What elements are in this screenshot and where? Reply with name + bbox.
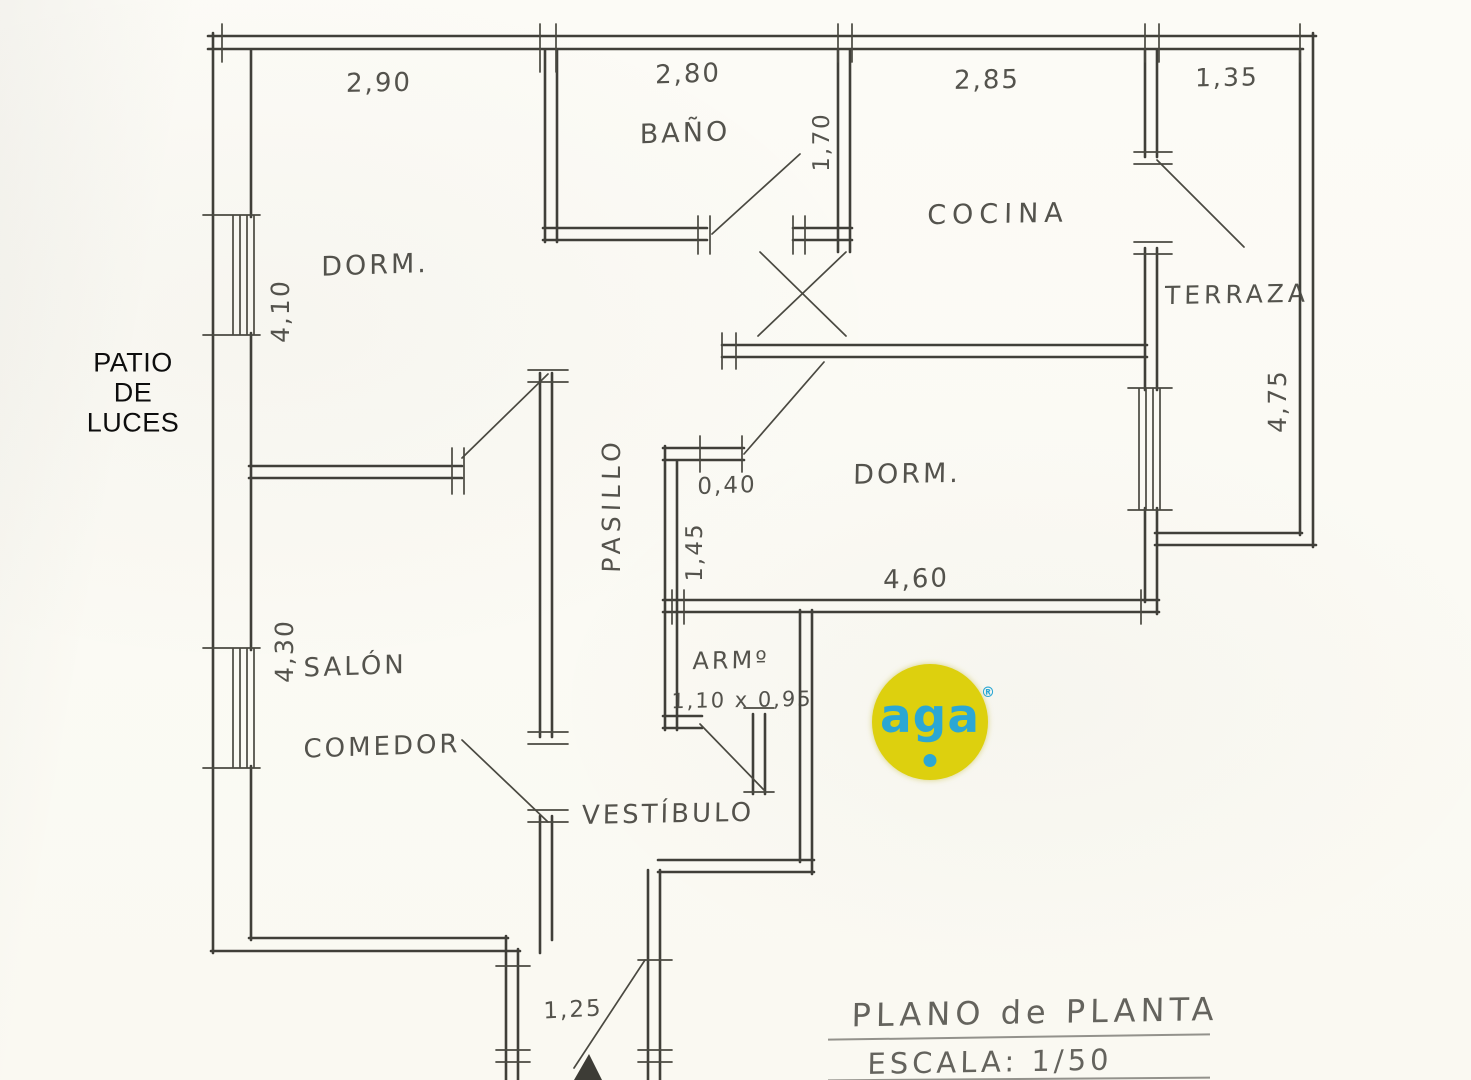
living-room-line-1: SALÓN xyxy=(303,649,407,684)
patio-line-1: PATIO xyxy=(93,347,173,378)
dim-top-left: 2,90 xyxy=(345,67,413,99)
dim-dorm2-width: 4,60 xyxy=(883,563,949,596)
room-label-terrace: TERRAZA xyxy=(1164,278,1310,311)
room-label-bedroom-2: DORM. xyxy=(852,457,962,491)
logo-dot-icon xyxy=(923,754,937,768)
aga-logo-text: aga ® xyxy=(879,685,995,744)
label-patio-de-luces: PATIO DE LUCES xyxy=(87,348,180,439)
dim-top-terraza: 1,35 xyxy=(1194,62,1260,93)
entrance-arrow-icon xyxy=(574,1054,602,1080)
plan-scale: ESCALA: 1/50 xyxy=(867,1042,1113,1080)
room-label-closet: ARMº xyxy=(692,645,770,676)
patio-line-2: DE xyxy=(113,377,153,408)
dim-top-mid: 2,80 xyxy=(655,58,721,91)
room-label-hallway: PASILLO xyxy=(596,436,626,574)
aga-logo: aga ® xyxy=(872,664,995,780)
dim-hall-vert: 1,45 xyxy=(681,521,708,583)
dim-hall-stub: 0,40 xyxy=(697,471,757,500)
room-label-kitchen: COCINA xyxy=(926,197,1070,232)
dim-top-right: 2,85 xyxy=(953,64,1021,96)
dim-banio-right: 1,70 xyxy=(808,111,835,173)
room-label-living-room: SALÓN COMEDOR xyxy=(304,595,461,819)
room-label-bathroom: BAÑO xyxy=(639,116,731,151)
aga-logo-name: aga xyxy=(879,688,981,744)
plan-title: PLANO de PLANTA xyxy=(851,989,1219,1035)
dim-left-window1: 4,10 xyxy=(265,278,295,344)
details-group xyxy=(202,23,1301,1069)
room-label-bedroom-1: DORM. xyxy=(321,247,429,283)
walls-group xyxy=(206,31,1318,1080)
dim-terraza-right: 4,75 xyxy=(1262,368,1292,434)
dim-entrance-width: 1,25 xyxy=(543,995,603,1025)
registered-mark-icon: ® xyxy=(981,684,997,701)
label-closet-size: 1,10 x 0,95 xyxy=(671,686,813,714)
living-room-line-2: COMEDOR xyxy=(303,729,461,766)
patio-line-3: LUCES xyxy=(86,408,180,439)
room-label-vestibule: VESTÍBULO xyxy=(581,797,755,831)
dim-left-window2: 4,30 xyxy=(269,618,299,684)
